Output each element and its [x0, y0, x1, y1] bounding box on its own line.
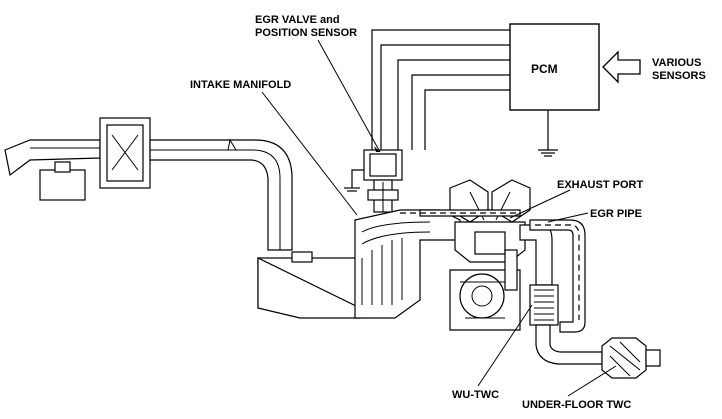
pcm-label: PCM [531, 62, 558, 76]
egr-valve [363, 149, 403, 213]
various-sensors-label-line2: SENSORS [652, 70, 706, 82]
pcm-module: PCM [509, 23, 600, 111]
egr-valve-label-line1: EGR VALVE and [255, 14, 340, 26]
pcm-ground [538, 110, 558, 157]
wu-twc-label: WU-TWC [452, 389, 499, 401]
intake-manifold-label: INTAKE MANIFOLD [190, 79, 291, 91]
egr-valve-ground [344, 169, 364, 192]
intake-manifold [354, 209, 461, 319]
air-intake-duct [4, 117, 369, 319]
intake-manifold-leader [261, 91, 358, 216]
sensor-input-arrow [602, 50, 641, 84]
wu-twc-leader [477, 304, 533, 387]
exhaust-port-leader [509, 189, 571, 219]
under-floor-twc-label: UNDER-FLOOR TWC [522, 399, 631, 411]
egr-valve-label-line2: POSITION SENSOR [255, 27, 357, 39]
egr-valve-leader [317, 39, 381, 153]
under-floor-twc-leader [567, 365, 617, 397]
egr-valve-leader-arrowhead [374, 146, 380, 152]
sensor-wires [371, 29, 510, 150]
egr-pipe-leader [547, 212, 589, 223]
exhaust-port-label: EXHAUST PORT [557, 179, 643, 191]
egr-pipe-label: EGR PIPE [590, 208, 642, 220]
engine [449, 179, 531, 331]
various-sensors-label-line1: VARIOUS [652, 57, 701, 69]
